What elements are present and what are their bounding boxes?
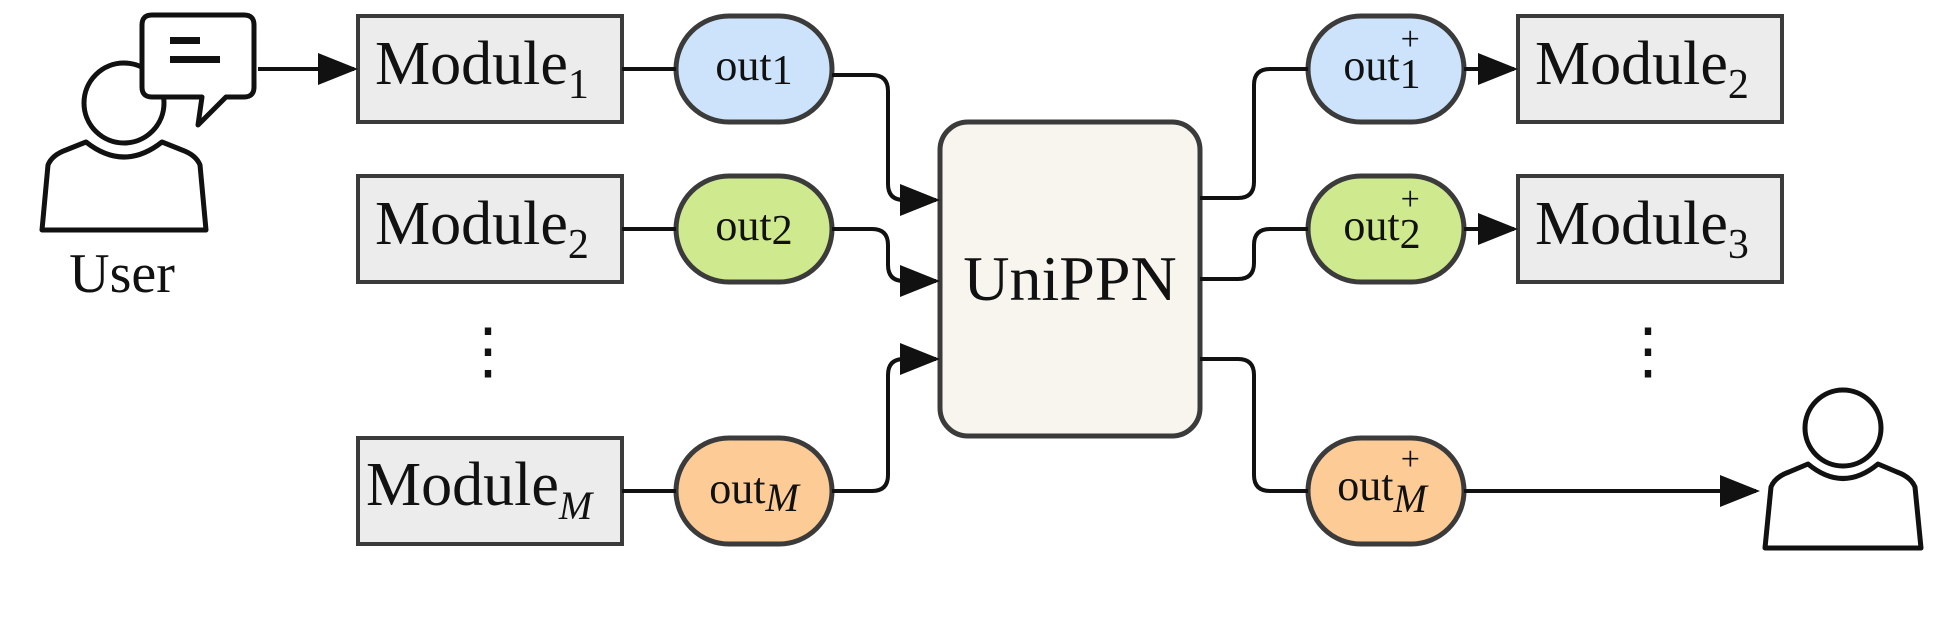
out-label-left-1: out1 bbox=[715, 41, 792, 94]
connector-unippn-to-out-1-plus bbox=[1200, 67, 1308, 200]
arrow-out-m-to-unippn bbox=[832, 343, 940, 493]
arrow-out-1-to-unippn bbox=[832, 73, 940, 216]
user-label: User bbox=[69, 243, 175, 305]
module-box-left-1 bbox=[356, 14, 624, 124]
connector-unippn-to-out-m-plus bbox=[1200, 357, 1308, 493]
out-label-right-2: out2+ bbox=[1343, 181, 1420, 258]
module-label-right-2: Module3 bbox=[1535, 190, 1749, 268]
connector-unippn-to-out-2-plus bbox=[1200, 227, 1308, 281]
module-box-right-1 bbox=[1516, 14, 1784, 124]
out-label-right-1: out1+ bbox=[1343, 21, 1420, 98]
module-label-left-3: ModuleM bbox=[366, 451, 595, 528]
module-box-left-2 bbox=[356, 174, 624, 284]
module-box-right-2 bbox=[1516, 174, 1784, 284]
module-box-left-3 bbox=[356, 436, 624, 546]
unippn-label: UniPPN bbox=[963, 243, 1176, 314]
ellipsis-right: ⋮ bbox=[1617, 318, 1679, 386]
out-label-left-2: out2 bbox=[715, 201, 792, 254]
out-label-right-3: outM+ bbox=[1337, 441, 1429, 521]
user-with-speech-bubble-icon bbox=[39, 12, 257, 233]
module-label-left-1: Module1 bbox=[375, 30, 589, 108]
module-label-right-1: Module2 bbox=[1535, 30, 1749, 108]
module-label-left-2: Module2 bbox=[375, 190, 589, 268]
out-label-left-3: outM bbox=[709, 464, 801, 520]
ellipsis-left: ⋮ bbox=[457, 318, 519, 386]
arrow-out-2-to-unippn bbox=[832, 227, 940, 297]
user-icon bbox=[1762, 387, 1924, 551]
